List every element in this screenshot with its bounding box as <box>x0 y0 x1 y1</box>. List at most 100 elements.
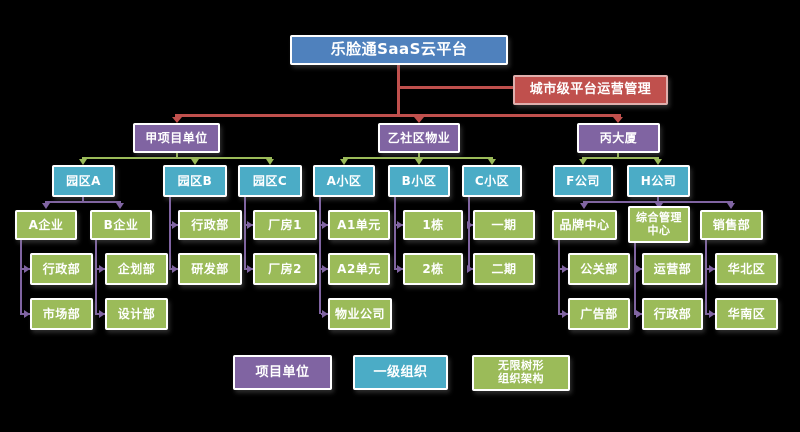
connector-arrow-down-icon <box>79 159 87 165</box>
connector-arrow-right-icon <box>247 221 253 229</box>
connector-segment <box>82 197 84 203</box>
connector-arrow-down-icon <box>727 203 735 209</box>
legend-lg0: 项目单位 <box>233 355 332 390</box>
node-parkB: 园区B <box>163 165 227 197</box>
node-bing: 丙大厦 <box>577 123 660 153</box>
connector-segment <box>319 197 321 314</box>
node-ops: 运营部 <box>642 253 703 285</box>
node-market: 市场部 <box>30 298 93 330</box>
node-unitA2: A2单元 <box>328 253 390 285</box>
node-general: 综合管理 中心 <box>628 206 690 243</box>
connector-arrow-down-icon <box>414 117 424 123</box>
node-north: 华北区 <box>715 253 778 285</box>
node-ad: 广告部 <box>568 298 630 330</box>
node-fco: F公司 <box>553 165 613 197</box>
connector-arrow-right-icon <box>322 310 328 318</box>
node-admin1: 行政部 <box>178 210 242 240</box>
connector-arrow-down-icon <box>266 159 274 165</box>
node-plant1: 厂房1 <box>253 210 317 240</box>
connector-segment <box>20 240 22 315</box>
node-city: 城市级平台运营管理 <box>513 75 668 105</box>
connector-arrow-right-icon <box>636 265 642 273</box>
connector-segment <box>397 65 400 116</box>
connector-arrow-right-icon <box>99 310 105 318</box>
node-unitA1: A1单元 <box>328 210 390 240</box>
connector-arrow-right-icon <box>322 265 328 273</box>
connector-segment <box>176 153 178 158</box>
node-phase1: 一期 <box>473 210 535 240</box>
connector-arrow-down-icon <box>580 203 588 209</box>
connector-segment <box>582 157 659 159</box>
connector-segment <box>617 153 619 158</box>
connector-segment <box>558 240 560 315</box>
connector-arrow-down-icon <box>116 203 124 209</box>
connector-arrow-right-icon <box>24 265 30 273</box>
connector-segment <box>343 157 493 159</box>
node-comA: A小区 <box>313 165 375 197</box>
connector-arrow-right-icon <box>172 265 178 273</box>
connector-arrow-right-icon <box>467 221 473 229</box>
connector-arrow-down-icon <box>488 159 496 165</box>
connector-segment <box>398 86 513 89</box>
node-yi: 乙社区物业 <box>378 123 460 153</box>
node-bld1: 1栋 <box>403 210 463 240</box>
connector-arrow-right-icon <box>99 265 105 273</box>
connector-arrow-right-icon <box>24 310 30 318</box>
connector-segment <box>45 201 121 203</box>
node-admin3: 行政部 <box>642 298 703 330</box>
node-phase2: 二期 <box>473 253 535 285</box>
connector-segment <box>468 197 470 270</box>
connector-arrow-down-icon <box>172 117 182 123</box>
node-root: 乐脸通SaaS云平台 <box>290 35 508 65</box>
node-comB: B小区 <box>388 165 450 197</box>
node-design: 设计部 <box>105 298 168 330</box>
connector-arrow-down-icon <box>654 159 662 165</box>
node-brand: 品牌中心 <box>552 210 617 240</box>
connector-segment <box>244 197 246 270</box>
node-entA: A企业 <box>15 210 77 240</box>
connector-segment <box>82 157 272 159</box>
node-admin2: 行政部 <box>30 253 93 285</box>
connector-segment <box>175 114 621 117</box>
legend-lg2: 无限树形 组织架构 <box>472 355 570 391</box>
legend-lg1: 一级组织 <box>353 355 448 390</box>
node-sales: 销售部 <box>700 210 763 240</box>
node-comC: C小区 <box>462 165 522 197</box>
connector-segment <box>95 240 97 315</box>
node-pr: 公关部 <box>568 253 630 285</box>
connector-segment <box>394 197 396 270</box>
node-parkA: 园区A <box>52 165 115 197</box>
node-south: 华南区 <box>715 298 778 330</box>
connector-segment <box>705 240 707 315</box>
connector-arrow-down-icon <box>42 203 50 209</box>
node-jia: 甲项目单位 <box>133 123 220 153</box>
connector-arrow-down-icon <box>415 159 423 165</box>
connector-arrow-right-icon <box>322 221 328 229</box>
connector-arrow-down-icon <box>340 159 348 165</box>
connector-segment <box>169 197 171 270</box>
node-rnd: 研发部 <box>178 253 242 285</box>
node-hco: H公司 <box>627 165 690 197</box>
node-bld2: 2栋 <box>403 253 463 285</box>
node-plan: 企划部 <box>105 253 168 285</box>
connector-arrow-down-icon <box>579 159 587 165</box>
node-plant2: 厂房2 <box>253 253 317 285</box>
connector-arrow-down-icon <box>613 117 623 123</box>
connector-segment <box>418 153 420 158</box>
connector-arrow-down-icon <box>191 159 199 165</box>
connector-arrow-right-icon <box>172 221 178 229</box>
connector-segment <box>634 243 636 315</box>
node-parkC: 园区C <box>238 165 302 197</box>
node-property: 物业公司 <box>328 298 392 330</box>
connector-arrow-right-icon <box>467 265 473 273</box>
connector-arrow-right-icon <box>397 221 403 229</box>
connector-arrow-right-icon <box>636 310 642 318</box>
connector-arrow-right-icon <box>562 310 568 318</box>
connector-arrow-right-icon <box>397 265 403 273</box>
connector-arrow-right-icon <box>247 265 253 273</box>
connector-arrow-right-icon <box>709 310 715 318</box>
connector-arrow-right-icon <box>709 265 715 273</box>
